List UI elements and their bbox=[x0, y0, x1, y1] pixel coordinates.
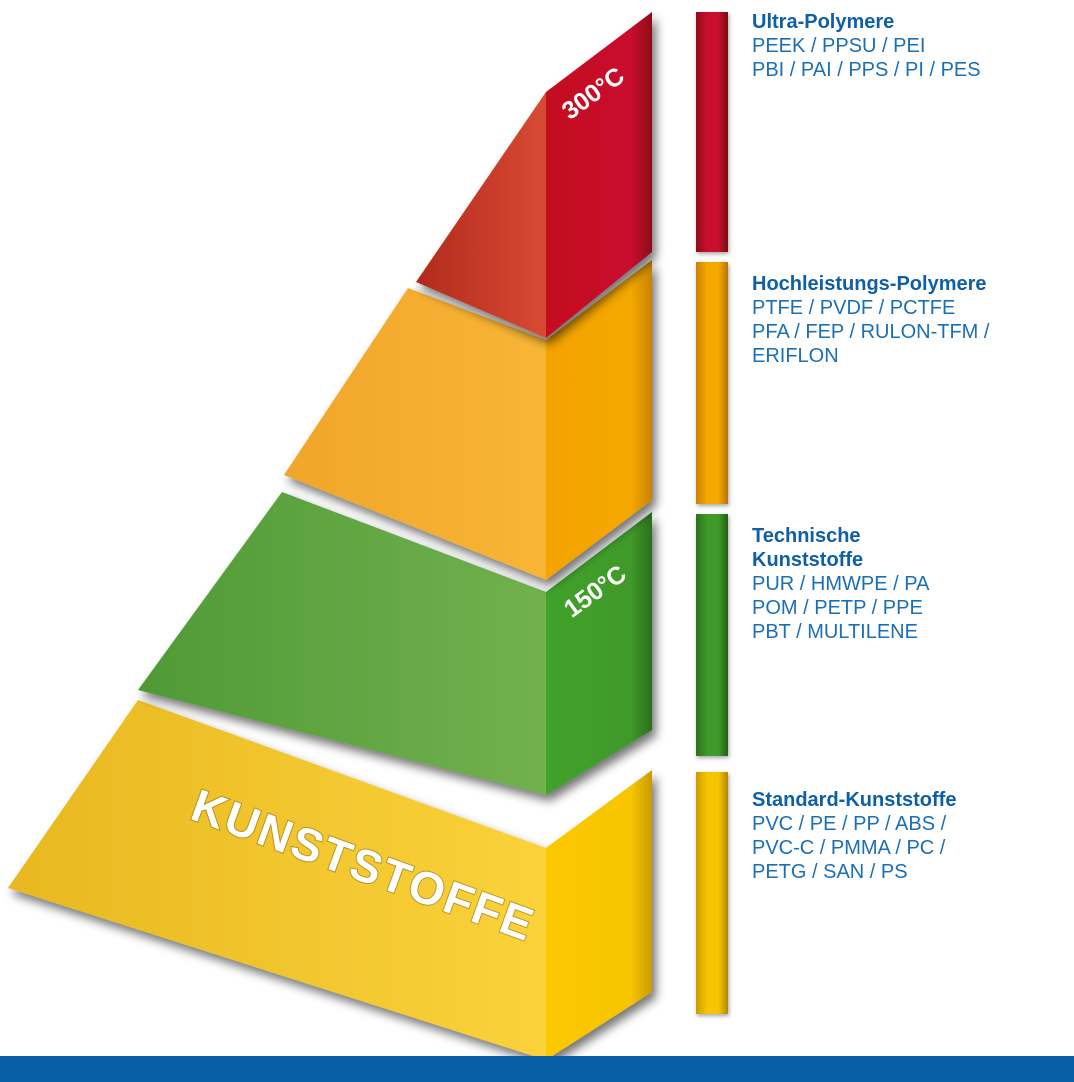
tier-standard-front bbox=[8, 700, 546, 1060]
tier-label-hochleistung: Hochleistungs-Polymere PTFE / PVDF / PCT… bbox=[752, 272, 1072, 368]
tier-hochleistung-side bbox=[546, 260, 652, 580]
tier-title-standard: Standard-Kunststoffe bbox=[752, 789, 957, 811]
tier-label-technisch: Technische Kunststoffe PUR / HMWPE / PA … bbox=[752, 524, 1072, 644]
tier-line: PETG / SAN / PS bbox=[752, 861, 908, 883]
tier-line: POM / PETP / PPE bbox=[752, 597, 923, 619]
tier-technisch bbox=[138, 492, 652, 795]
tier-technisch-front bbox=[138, 492, 546, 795]
tier-title-hochleistung: Hochleistungs-Polymere bbox=[752, 273, 987, 295]
tier-line: PBI / PAI / PPS / PI / PES bbox=[752, 59, 981, 81]
tier-line: PTFE / PVDF / PCTFE bbox=[752, 297, 956, 319]
tier-line: ERIFLON bbox=[752, 345, 839, 367]
tier-ultra-side bbox=[546, 12, 652, 338]
tier-ultra bbox=[416, 12, 652, 338]
tier-title-technisch: Technische Kunststoffe bbox=[752, 525, 864, 571]
bar-ultra bbox=[696, 12, 728, 252]
tier-standard-side bbox=[546, 770, 652, 1060]
tier-label-ultra: Ultra-Polymere PEEK / PPSU / PEI PBI / P… bbox=[752, 10, 1072, 82]
tier-title-ultra: Ultra-Polymere bbox=[752, 11, 895, 33]
tier-line: PFA / FEP / RULON-TFM / bbox=[752, 321, 990, 343]
tier-line: PVC / PE / PP / ABS / bbox=[752, 813, 947, 835]
tier-hochleistung-front bbox=[284, 288, 546, 580]
tier-line: PUR / HMWPE / PA bbox=[752, 573, 930, 595]
tier-line: PBT / MULTILENE bbox=[752, 621, 918, 643]
tier-ultra-front bbox=[416, 92, 546, 338]
bar-technisch bbox=[696, 514, 728, 756]
tier-label-standard: Standard-Kunststoffe PVC / PE / PP / ABS… bbox=[752, 788, 1072, 884]
tier-hochleistung bbox=[284, 260, 652, 580]
bar-hochleistung bbox=[696, 262, 728, 504]
tier-line: PVC-C / PMMA / PC / bbox=[752, 837, 946, 859]
tier-line: PEEK / PPSU / PEI bbox=[752, 35, 926, 57]
bar-standard bbox=[696, 772, 728, 1014]
pyramid-diagram: 300°C 150°C KUNSTSTOFFE bbox=[8, 12, 652, 1060]
bottom-accent-band bbox=[0, 1056, 1074, 1082]
tier-standard bbox=[8, 700, 652, 1060]
tier-technisch-side bbox=[546, 512, 652, 795]
